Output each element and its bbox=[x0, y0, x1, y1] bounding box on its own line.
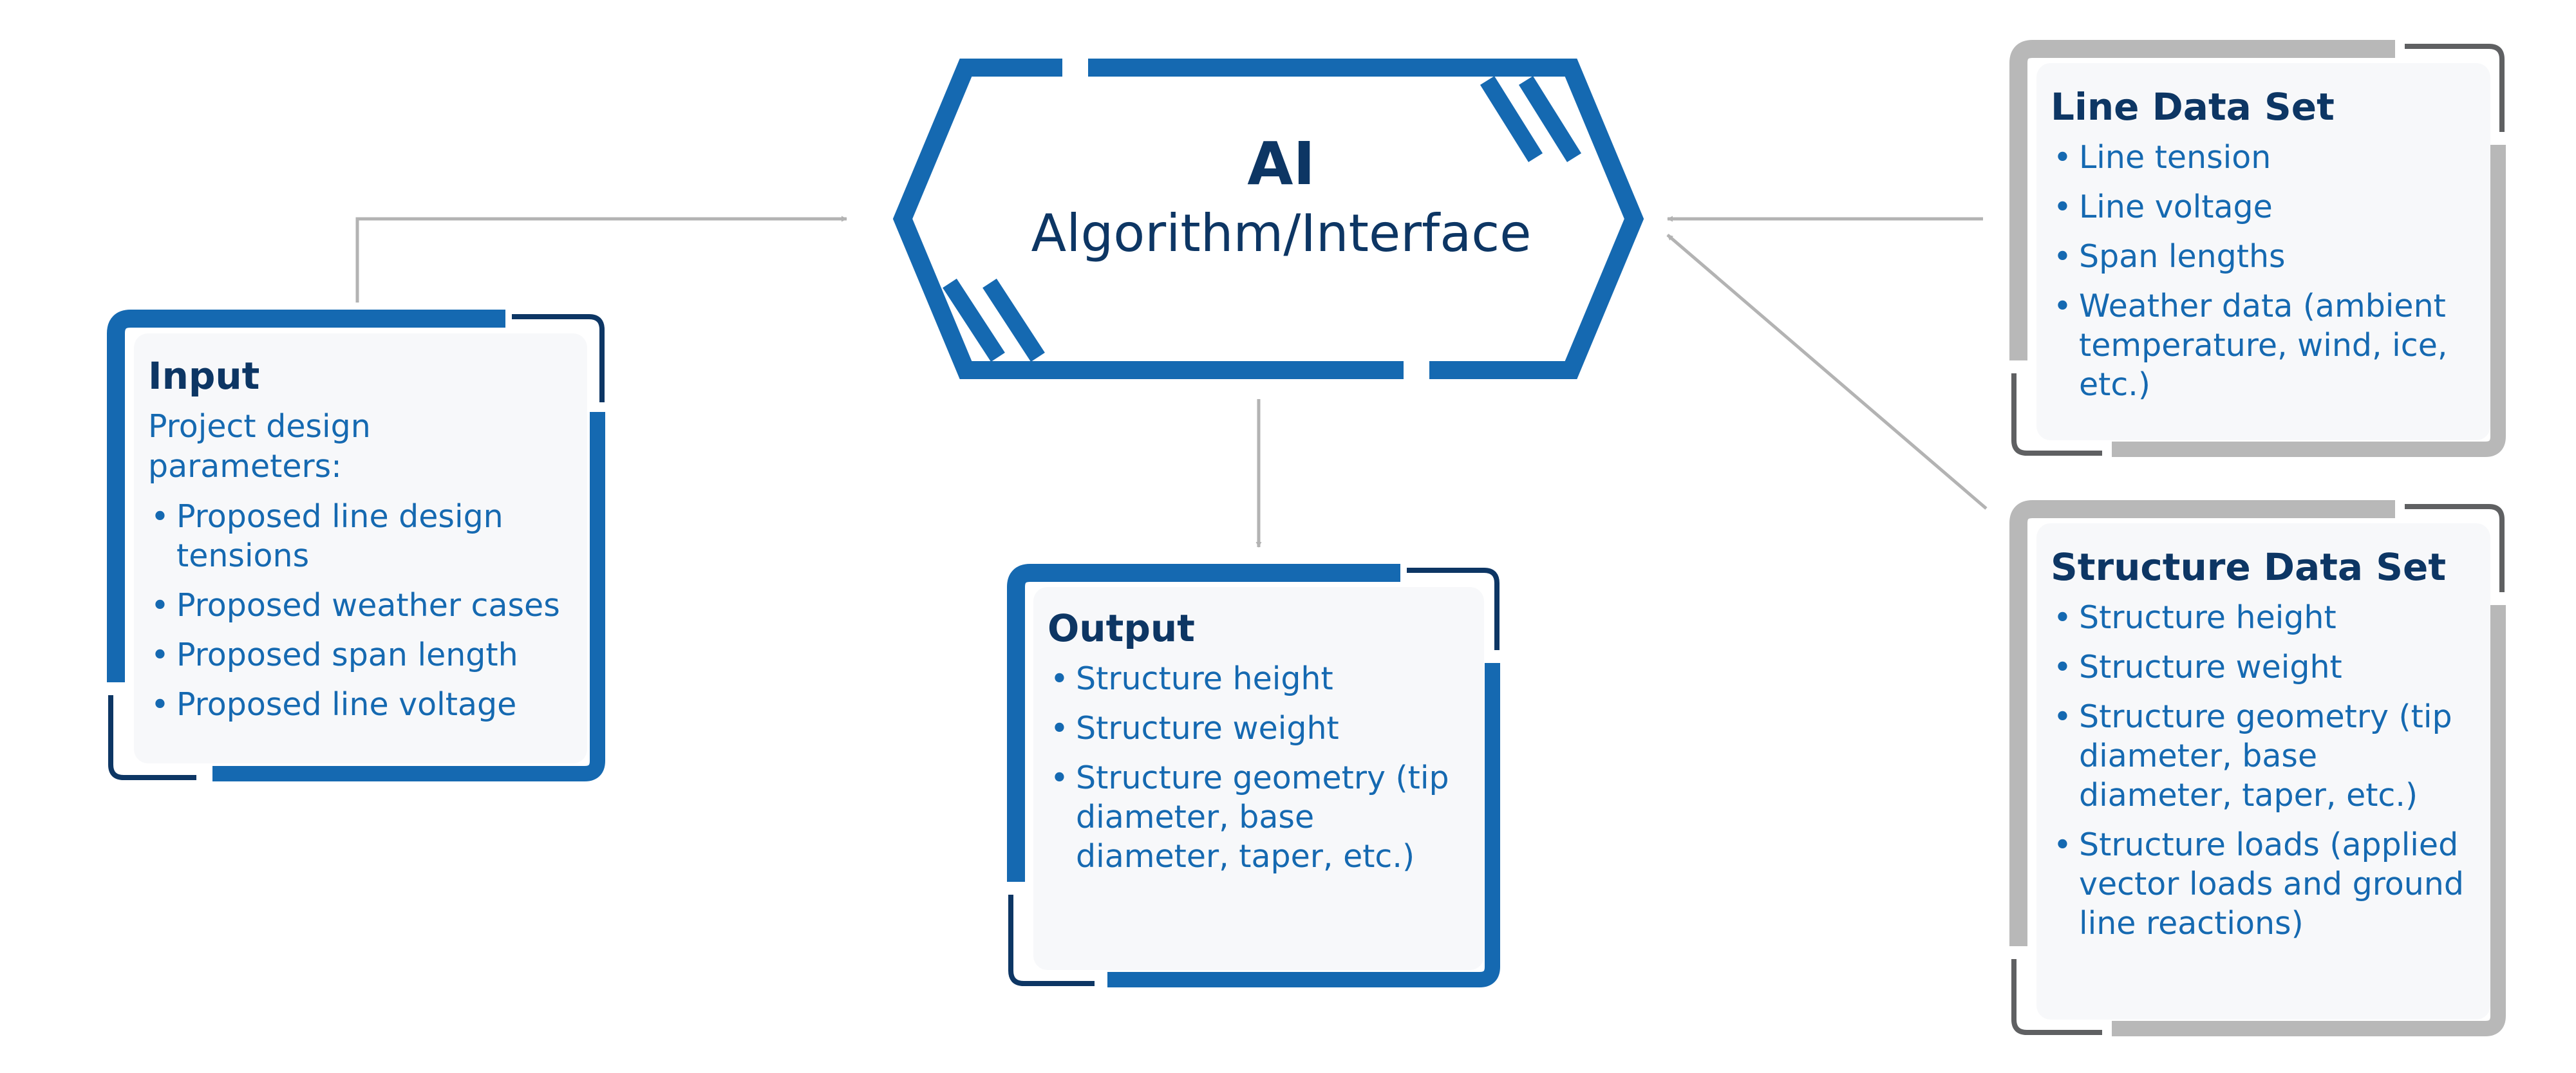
list-item: Structure weight bbox=[1048, 709, 1469, 748]
hexagon-frame bbox=[892, 55, 1644, 382]
line-data-set-item-list: Line tension Line voltage Span lengths W… bbox=[2051, 138, 2476, 404]
list-item: Structure geometry (tip diameter, base d… bbox=[2051, 697, 2476, 815]
input-item-list: Proposed line design tensions Proposed w… bbox=[148, 497, 572, 724]
line-data-set-box: Line Data Set Line tension Line voltage … bbox=[2036, 63, 2490, 440]
hexagon-slash-decoration-bottom-left bbox=[943, 278, 1045, 362]
list-item: Weather data (ambient temperature, wind,… bbox=[2051, 286, 2476, 404]
line-data-set-title: Line Data Set bbox=[2051, 85, 2335, 129]
input-box: Input Project design parameters: Propose… bbox=[134, 333, 587, 763]
list-item: Proposed weather cases bbox=[148, 586, 572, 625]
arrow-input-to-ai bbox=[355, 216, 847, 303]
output-item-list: Structure height Structure weight Struct… bbox=[1048, 659, 1469, 876]
list-item: Structure weight bbox=[2051, 648, 2476, 687]
list-item: Structure loads (applied vector loads an… bbox=[2051, 825, 2476, 943]
structure-data-set-title: Structure Data Set bbox=[2051, 545, 2447, 589]
list-item: Proposed line voltage bbox=[148, 685, 572, 724]
list-item: Structure geometry (tip diameter, base d… bbox=[1048, 758, 1469, 876]
output-box-frame bbox=[1007, 564, 1500, 987]
arrow-structure-data-to-ai bbox=[1666, 234, 1988, 510]
line-data-set-frame bbox=[2009, 40, 2506, 457]
ai-subtitle: Algorithm/Interface bbox=[1031, 203, 1532, 263]
structure-data-set-item-list: Structure height Structure weight Struct… bbox=[2051, 598, 2476, 943]
input-title: Input bbox=[148, 354, 260, 398]
input-box-frame bbox=[107, 310, 605, 781]
list-item: Proposed span length bbox=[148, 635, 572, 675]
output-box: Output Structure height Structure weight… bbox=[1033, 587, 1484, 970]
list-item: Proposed line design tensions bbox=[148, 497, 572, 575]
connector-arrows bbox=[355, 216, 1988, 548]
input-intro: Project design parameters: bbox=[148, 408, 371, 485]
output-title: Output bbox=[1048, 606, 1195, 650]
list-item: Structure height bbox=[2051, 598, 2476, 637]
list-item: Line voltage bbox=[2051, 187, 2476, 227]
list-item: Structure height bbox=[1048, 659, 1469, 698]
ai-title: AI bbox=[1247, 129, 1315, 198]
structure-data-set-box: Structure Data Set Structure height Stru… bbox=[2036, 523, 2490, 1020]
list-item: Span lengths bbox=[2051, 237, 2476, 276]
structure-data-set-frame bbox=[2009, 500, 2506, 1036]
hexagon-slash-decoration-top-right bbox=[1480, 76, 1582, 162]
list-item: Line tension bbox=[2051, 138, 2476, 177]
